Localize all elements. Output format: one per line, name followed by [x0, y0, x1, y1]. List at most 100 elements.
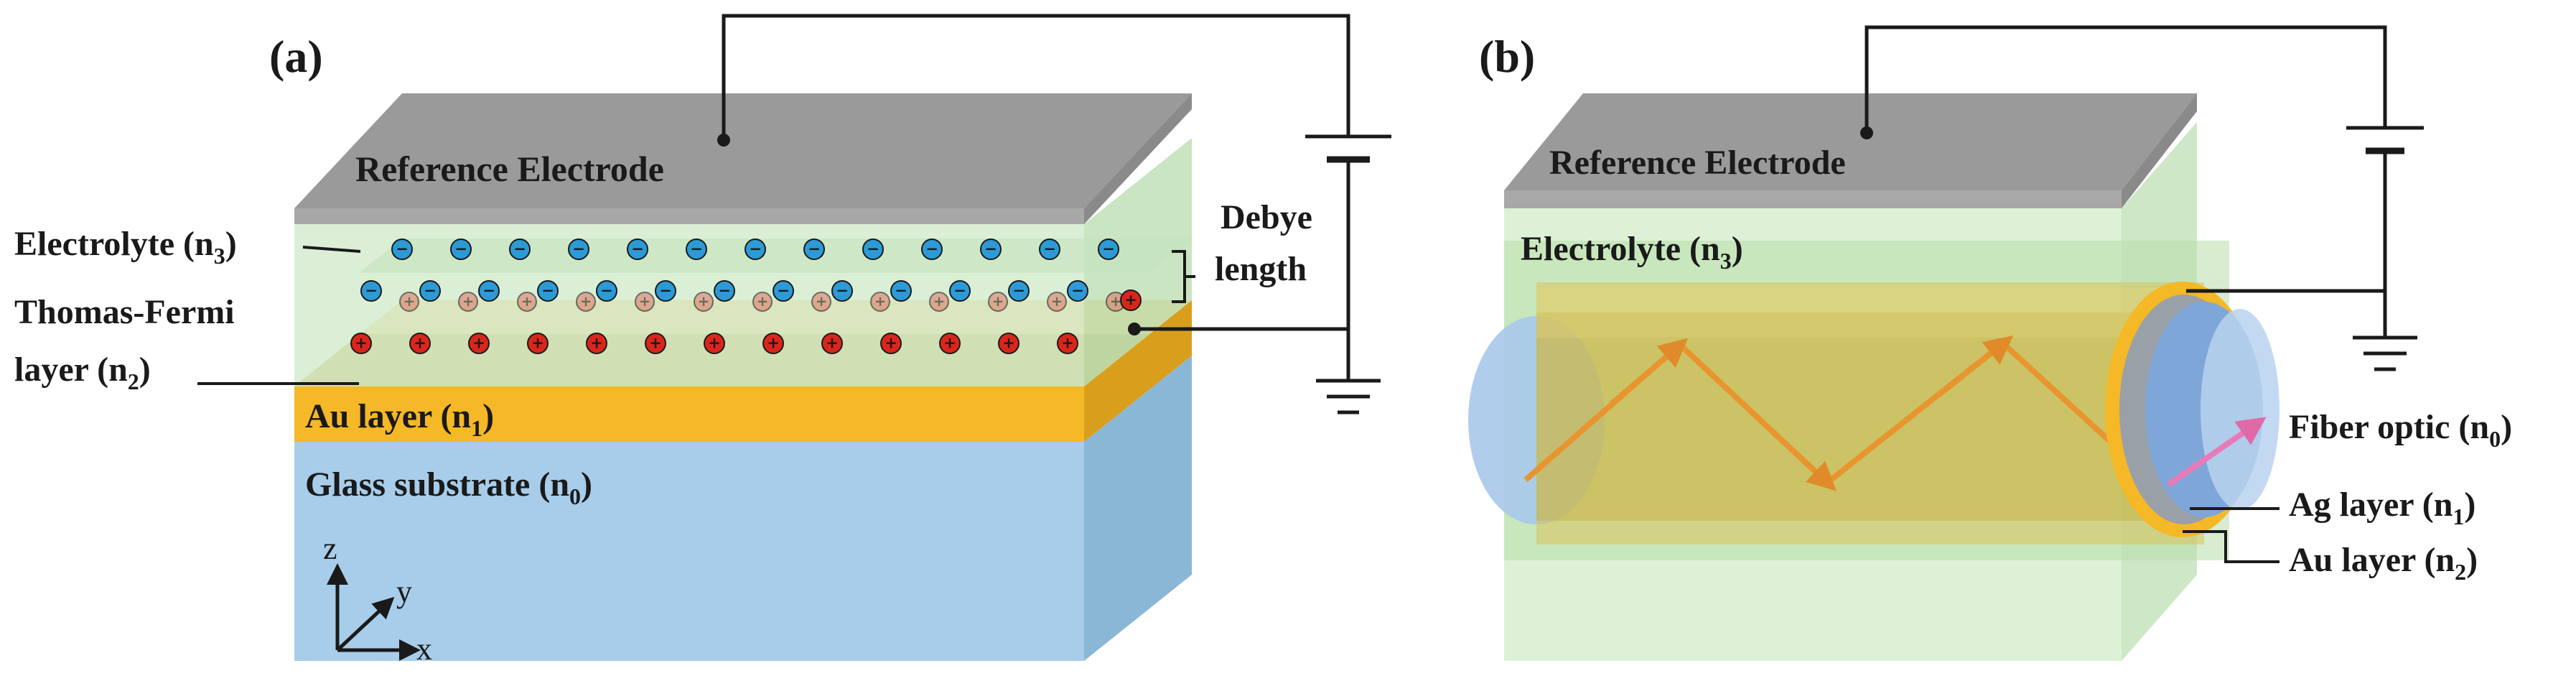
anion-second: −: [714, 280, 735, 302]
svg-text:−: −: [482, 282, 495, 299]
fiber-cylinder: [1536, 282, 2204, 545]
svg-text:+: +: [531, 334, 544, 351]
svg-text:−: −: [867, 240, 879, 257]
reference-electrode-label-b: Reference Electrode: [1549, 144, 1846, 182]
cation-faded: +: [752, 292, 773, 312]
svg-text:+: +: [649, 334, 662, 351]
svg-text:+: +: [708, 334, 721, 351]
anion-top: −: [686, 238, 707, 260]
cation-bottom: +: [998, 333, 1019, 354]
electrode-contact-dot-b: [1860, 126, 1873, 139]
axis-indicator: [327, 563, 421, 661]
fiber-right-end: [2105, 282, 2279, 537]
anion-second: −: [890, 280, 912, 302]
svg-text:+: +: [885, 334, 897, 351]
electrode-b-side: [2122, 93, 2197, 208]
svg-text:+: +: [826, 334, 839, 351]
svg-text:+: +: [1110, 293, 1121, 310]
cation-bottom: +: [350, 333, 372, 354]
cation-faded: +: [988, 292, 1008, 312]
fiber-optic-label: Fiber optic (n0): [2289, 408, 2512, 452]
cation-bottom: +: [409, 333, 431, 354]
anion-second: −: [1067, 280, 1088, 302]
svg-text:+: +: [767, 334, 780, 351]
svg-text:−: −: [925, 240, 938, 257]
anion-second: −: [949, 280, 971, 302]
ray-arrow-1: [1610, 338, 1689, 407]
cation-bottom: +: [586, 333, 607, 354]
anion-top: −: [921, 238, 943, 260]
panel-a: (a) Reference Electrode −−−−−−−−−−: [14, 14, 1391, 667]
svg-text:+: +: [874, 293, 886, 310]
cation-bottom: +: [939, 333, 961, 354]
svg-text:+: +: [698, 293, 709, 310]
svg-text:−: −: [513, 240, 526, 257]
svg-text:−: −: [895, 282, 907, 299]
svg-text:−: −: [1102, 240, 1115, 257]
reference-electrode-label-a: Reference Electrode: [355, 149, 664, 189]
electrode-contact-dot-a: [717, 134, 730, 147]
axis-y-label: y: [396, 574, 412, 609]
axis-x-label: x: [416, 631, 432, 667]
cation-faded: +: [694, 292, 714, 312]
svg-text:+: +: [816, 293, 827, 310]
anion-top: −: [450, 238, 472, 260]
debye-label-line1: Debye: [1221, 198, 1312, 236]
panel-a-label: (a): [269, 31, 323, 82]
svg-text:+: +: [355, 334, 368, 351]
svg-text:+: +: [521, 293, 533, 310]
ray-arrow-3: [1936, 335, 2014, 398]
svg-text:+: +: [590, 334, 603, 351]
svg-text:+: +: [462, 293, 474, 310]
fiber-highlight: [1536, 287, 2204, 338]
cation-faded: +: [458, 292, 478, 312]
svg-text:+: +: [1051, 293, 1063, 310]
reference-electrode-a: [294, 93, 1192, 224]
cation-bottom: +: [645, 333, 666, 354]
svg-text:−: −: [424, 282, 437, 299]
anion-top: −: [1098, 238, 1119, 260]
anion-second: −: [773, 280, 794, 302]
anion-top: −: [803, 238, 825, 260]
anion-second: −: [419, 280, 441, 302]
fiber-core-band: [1536, 312, 2204, 521]
cation-bottom: +: [821, 333, 843, 354]
anion-second: −: [360, 280, 382, 302]
cation-faded: +: [517, 292, 537, 312]
svg-text:−: −: [631, 240, 644, 257]
circuit-a: [722, 14, 1391, 414]
anion-top: −: [627, 238, 648, 260]
cation-edge: +: [1120, 289, 1142, 311]
thomas-fermi-label-line1: Thomas-Fermi: [14, 293, 235, 331]
cation-faded: +: [811, 292, 831, 312]
cation-bottom: +: [1057, 333, 1078, 354]
electrode-side-face: [1084, 93, 1192, 224]
cation-faded: +: [1047, 292, 1067, 312]
svg-text:−: −: [1071, 282, 1084, 299]
wire-b-electrode-to-battery: [1865, 25, 2387, 133]
anion-second: −: [655, 280, 676, 302]
cation-bottom: +: [704, 333, 725, 354]
au-leader-b: [2183, 530, 2279, 563]
anion-top: −: [509, 238, 531, 260]
svg-text:+: +: [1002, 334, 1015, 351]
cation-faded: +: [576, 292, 596, 312]
svg-text:−: −: [953, 282, 966, 299]
svg-text:−: −: [718, 282, 731, 299]
svg-text:+: +: [403, 293, 415, 310]
anion-top: −: [1039, 238, 1060, 260]
svg-text:−: −: [984, 240, 997, 257]
panel-b-label: (b): [1479, 31, 1535, 82]
debye-label-line2: length: [1215, 250, 1307, 288]
svg-text:+: +: [933, 293, 945, 310]
circuit-b: [1865, 25, 2424, 371]
anion-second: −: [596, 280, 617, 302]
fiber-exit-cap: [2201, 309, 2279, 510]
svg-text:+: +: [414, 334, 426, 351]
anion-top: −: [980, 238, 1002, 260]
anion-top: −: [391, 238, 413, 260]
svg-text:−: −: [541, 282, 554, 299]
thomas-fermi-label-line2: layer (n2): [14, 351, 151, 394]
anion-top: −: [745, 238, 766, 260]
electrode-b-top: [1504, 93, 2197, 190]
